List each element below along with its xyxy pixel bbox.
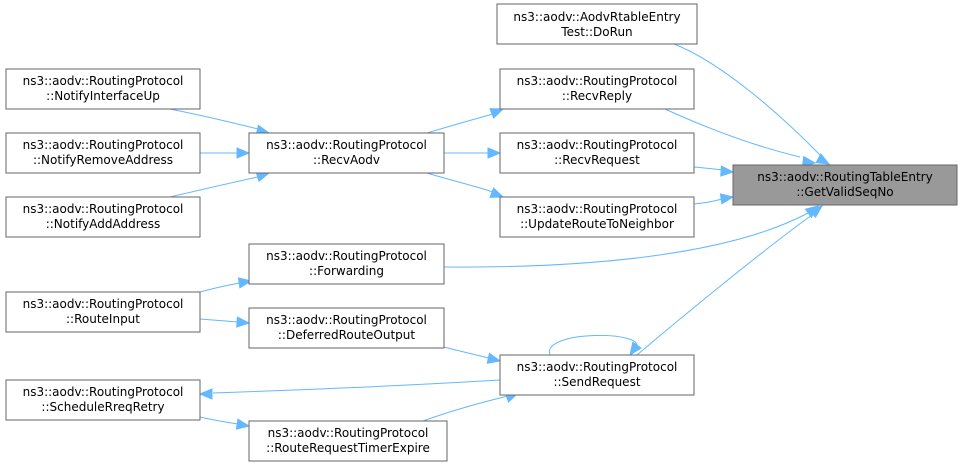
node-dorun[interactable]: ns3::aodv::AodvRtableEntry Test::DoRun bbox=[496, 3, 698, 45]
node-label-line1: ns3::aodv::AodvRtableEntry bbox=[513, 10, 680, 24]
edge-line bbox=[426, 172, 494, 193]
node-label-line1: ns3::aodv::RoutingProtocol bbox=[266, 313, 427, 327]
edge-line bbox=[422, 395, 509, 422]
edge-line bbox=[664, 108, 801, 158]
node-label-line1: ns3::aodv::RoutingProtocol bbox=[268, 426, 429, 440]
edge-line bbox=[426, 113, 494, 134]
node-label-line1: ns3::aodv::RoutingProtocol bbox=[517, 202, 678, 216]
node-label-line2: ::GetValidSeqNo bbox=[796, 185, 893, 199]
node-label-line1: ns3::aodv::RoutingProtocol bbox=[23, 202, 184, 216]
node-label-line2: ::RecvAodv bbox=[313, 153, 380, 167]
edge-line bbox=[169, 176, 259, 198]
edge-arrowhead bbox=[486, 352, 502, 364]
edge-arrowhead bbox=[489, 108, 505, 119]
node-sendrequest[interactable]: ns3::aodv::RoutingProtocol ::SendRequest bbox=[499, 354, 695, 396]
edge-sendrequest-to-sendrequest bbox=[549, 334, 642, 357]
edge-deferredrouteoutput-to-sendrequest bbox=[443, 346, 502, 364]
edge-dorun-to-getvalidseqno bbox=[673, 43, 831, 165]
edge-routeinput-to-deferredrouteoutput bbox=[199, 316, 251, 328]
edge-line bbox=[199, 282, 241, 293]
edge-line bbox=[212, 379, 501, 394]
node-label-line2: ::NotifyAddAddress bbox=[46, 217, 161, 231]
edge-sendrequest-to-schedulerreqretry bbox=[198, 379, 501, 400]
edge-arrowhead bbox=[815, 153, 831, 165]
edge-notifyinterfaceup-to-recvaodv bbox=[169, 108, 271, 136]
node-getvalidseqno[interactable]: ns3::aodv::RoutingTableEntry ::GetValidS… bbox=[732, 164, 958, 206]
edges-layer bbox=[169, 43, 831, 430]
node-routerequesttimerexpire[interactable]: ns3::aodv::RoutingProtocol ::RouteReques… bbox=[248, 420, 448, 462]
edge-recvrequest-to-getvalidseqno bbox=[693, 165, 735, 177]
node-recvaodv[interactable]: ns3::aodv::RoutingProtocol ::RecvAodv bbox=[248, 132, 445, 174]
edge-notifyaddaddress-to-recvaodv bbox=[169, 171, 271, 198]
edge-line bbox=[549, 334, 638, 356]
edge-line bbox=[443, 346, 490, 359]
edge-routerequesttimerexpire-to-sendrequest bbox=[422, 392, 520, 422]
node-label-line1: ns3::aodv::RoutingProtocol bbox=[517, 74, 678, 88]
edge-arrowhead bbox=[720, 165, 735, 177]
edge-notifyremoveaddress-to-recvaodv bbox=[200, 147, 251, 159]
edge-schedulerreqretry-to-routerequesttimerexpire bbox=[199, 416, 251, 430]
node-notifyaddaddress[interactable]: ns3::aodv::RoutingProtocol ::NotifyAddAd… bbox=[5, 196, 201, 238]
node-label-line2: ::SendRequest bbox=[553, 375, 640, 389]
node-forwarding[interactable]: ns3::aodv::RoutingProtocol ::Forwarding bbox=[248, 243, 445, 285]
edge-routeinput-to-forwarding bbox=[199, 277, 253, 293]
edge-recvaodv-to-updateroutetoneighbor bbox=[426, 172, 505, 198]
edge-recvaodv-to-recvrequest bbox=[444, 147, 502, 159]
edge-arrowhead bbox=[629, 341, 642, 357]
node-label-line2: ::RouteRequestTimerExpire bbox=[266, 441, 430, 455]
node-label-line2: ::ScheduleRreqRetry bbox=[41, 400, 164, 414]
edge-arrowhead bbox=[237, 277, 253, 289]
nodes-layer: ns3::aodv::RoutingTableEntry ::GetValidS… bbox=[5, 3, 958, 462]
edge-updateroutetoneighbor-to-getvalidseqno bbox=[693, 193, 735, 205]
node-label-line1: ns3::aodv::RoutingProtocol bbox=[517, 360, 678, 374]
node-updateroutetoneighbor[interactable]: ns3::aodv::RoutingProtocol ::UpdateRoute… bbox=[499, 196, 695, 238]
edge-line bbox=[693, 166, 723, 171]
edge-arrowhead bbox=[236, 147, 251, 159]
node-label-line1: ns3::aodv::RoutingProtocol bbox=[266, 249, 427, 263]
node-label-line2: ::Forwarding bbox=[309, 264, 384, 278]
node-label-line1: ns3::aodv::RoutingProtocol bbox=[23, 385, 184, 399]
node-recvrequest[interactable]: ns3::aodv::RoutingProtocol ::RecvRequest bbox=[499, 132, 695, 174]
edge-line bbox=[169, 108, 259, 130]
node-label-line1: ns3::aodv::RoutingTableEntry bbox=[757, 170, 932, 184]
edge-arrowhead bbox=[236, 316, 251, 328]
node-recvreply[interactable]: ns3::aodv::RoutingProtocol ::RecvReply bbox=[499, 68, 695, 110]
node-routeinput[interactable]: ns3::aodv::RoutingProtocol ::RouteInput bbox=[5, 291, 201, 333]
edge-recvaodv-to-recvreply bbox=[426, 108, 505, 134]
node-label-line2: ::DeferredRouteOutput bbox=[278, 328, 416, 342]
node-label-line2: Test::DoRun bbox=[560, 25, 632, 39]
edge-line bbox=[636, 214, 813, 356]
edge-line bbox=[693, 198, 723, 205]
node-label-line2: ::RecvRequest bbox=[554, 153, 640, 167]
node-label-line2: ::RecvReply bbox=[562, 89, 632, 103]
node-deferredrouteoutput[interactable]: ns3::aodv::RoutingProtocol ::DeferredRou… bbox=[248, 307, 445, 349]
node-label-line2: ::NotifyInterfaceUp bbox=[46, 89, 160, 103]
node-label-line2: ::UpdateRouteToNeighbor bbox=[520, 217, 674, 231]
node-label-line2: ::NotifyRemoveAddress bbox=[33, 153, 173, 167]
edge-arrowhead bbox=[487, 147, 502, 159]
node-label-line2: ::RouteInput bbox=[66, 312, 140, 326]
edge-arrowhead bbox=[489, 187, 505, 198]
node-label-line1: ns3::aodv::RoutingProtocol bbox=[517, 138, 678, 152]
edge-line bbox=[199, 416, 239, 425]
edge-arrowhead bbox=[719, 193, 735, 205]
edge-arrowhead bbox=[235, 418, 251, 430]
node-label-line1: ns3::aodv::RoutingProtocol bbox=[266, 138, 427, 152]
edge-line bbox=[199, 318, 239, 323]
edge-line bbox=[673, 43, 821, 156]
edge-arrowhead bbox=[198, 388, 213, 400]
node-notifyinterfaceup[interactable]: ns3::aodv::RoutingProtocol ::NotifyInter… bbox=[5, 68, 201, 110]
node-schedulerreqretry[interactable]: ns3::aodv::RoutingProtocol ::ScheduleRre… bbox=[5, 379, 201, 421]
edge-sendrequest-to-getvalidseqno bbox=[636, 205, 824, 356]
node-label-line1: ns3::aodv::RoutingProtocol bbox=[23, 297, 184, 311]
node-label-line1: ns3::aodv::RoutingProtocol bbox=[23, 74, 184, 88]
edge-arrowhead bbox=[808, 205, 824, 219]
node-notifyremoveaddress[interactable]: ns3::aodv::RoutingProtocol ::NotifyRemov… bbox=[5, 132, 201, 174]
node-label-line1: ns3::aodv::RoutingProtocol bbox=[23, 138, 184, 152]
edge-line bbox=[443, 212, 809, 268]
